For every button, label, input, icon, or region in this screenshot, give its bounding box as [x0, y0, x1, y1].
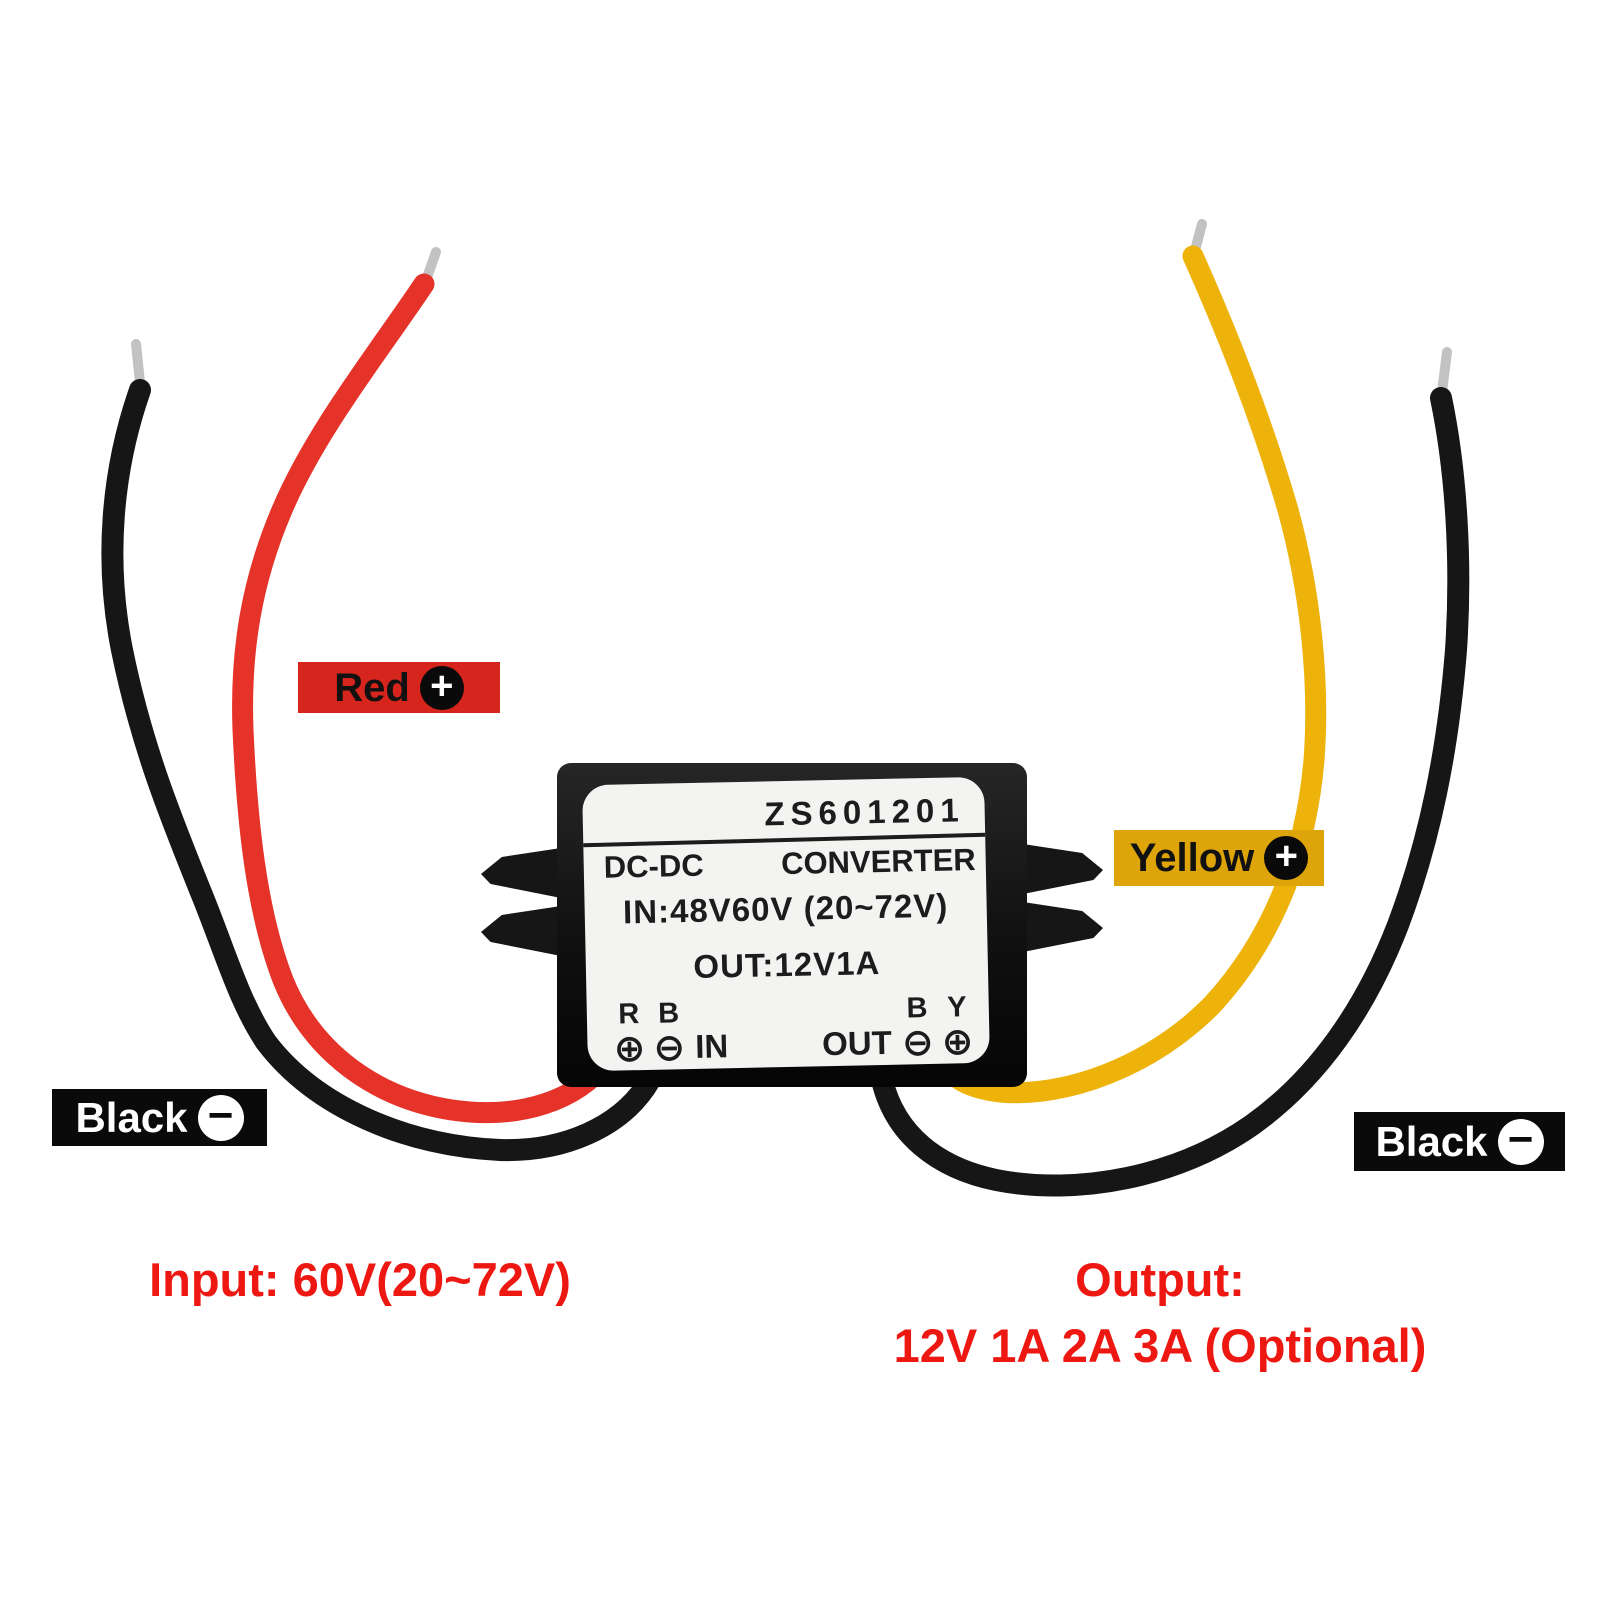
input-spec: IN:48V60V (20~72V) — [622, 886, 949, 931]
output-caption-line1: Output: — [1075, 1253, 1245, 1306]
module-type-left: DC-DC — [603, 847, 704, 885]
module-label-sticker: ZS601201 DC-DC CONVERTER IN:48V60V (20~7… — [582, 776, 990, 1072]
black-wire-label-right: Black − — [1354, 1112, 1565, 1171]
terminal-letter-r: R — [617, 998, 640, 1031]
input-terminals: R B ⊕ ⊖ IN — [613, 997, 731, 1071]
slot-screw-icon: ⊖ — [652, 1025, 686, 1070]
black-wire-label-left: Black − — [52, 1089, 267, 1146]
minus-icon: − — [197, 1093, 244, 1141]
red-wire — [232, 273, 623, 1123]
yellow-wire-label: Yellow + — [1114, 830, 1324, 886]
dc-dc-converter-module: ZS601201 DC-DC CONVERTER IN:48V60V (20~7… — [557, 763, 1027, 1087]
in-terminal-label: IN — [694, 1027, 729, 1065]
black-wire-right — [865, 387, 1470, 1197]
black-wire-label-text: Black — [75, 1093, 188, 1141]
output-caption-line2: 12V 1A 2A 3A (Optional) — [893, 1319, 1427, 1372]
output-terminals: B Y OUT ⊖ ⊕ — [819, 991, 974, 1065]
terminal-letter-b: B — [657, 997, 680, 1030]
input-caption: Input: 60V(20~72V) — [149, 1253, 571, 1306]
phillips-screw-icon: ⊕ — [941, 1019, 974, 1064]
terminal-letter-b2: B — [906, 992, 928, 1025]
model-number: ZS601201 — [764, 791, 966, 833]
yellow-wire-label-text: Yellow — [1129, 836, 1255, 880]
phillips-screw-icon: ⊕ — [613, 1025, 646, 1071]
minus-icon: − — [1497, 1117, 1544, 1165]
plus-icon: + — [1264, 836, 1309, 880]
red-wire-label: Red + — [298, 662, 500, 713]
black-wire-left — [101, 379, 667, 1162]
terminal-letter-y: Y — [946, 991, 967, 1024]
slot-screw-icon: ⊖ — [901, 1019, 935, 1065]
out-terminal-label: OUT — [821, 1023, 893, 1063]
plus-icon: + — [419, 665, 464, 710]
red-wire-label-text: Red — [334, 665, 410, 710]
output-caption: Output: 12V 1A 2A 3A (Optional) — [810, 1247, 1510, 1379]
black-wire-label-text: Black — [1375, 1117, 1488, 1165]
module-type-right: CONVERTER — [780, 842, 977, 882]
